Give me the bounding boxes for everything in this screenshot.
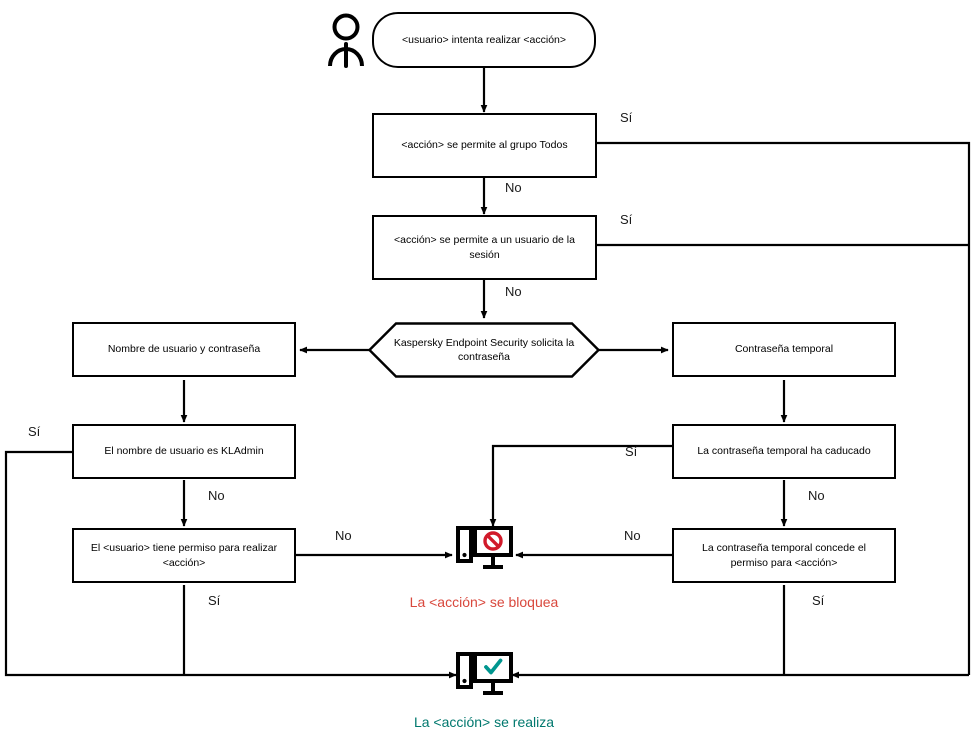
edge-label-yes-permission: Sí [208, 593, 221, 608]
edge-label-no-everyone: No [505, 180, 522, 195]
computer-blocked-icon [455, 524, 515, 572]
node-start-label: <usuario> intenta realizar <acción> [401, 33, 567, 46]
node-credentials[interactable]: Nombre de usuario y contraseña [72, 322, 296, 377]
node-allowed-everyone-label: <acción> se permite al grupo Todos [401, 139, 568, 152]
node-temp-expired[interactable]: La contraseña temporal ha caducado [672, 424, 896, 479]
node-temp-expired-label: La contraseña temporal ha caducado [697, 445, 871, 458]
node-temp-password-label: Contraseña temporal [734, 343, 834, 356]
edge-label-yes-grants: Sí [812, 593, 825, 608]
edge-label-yes-session: Sí [620, 212, 633, 227]
node-password-prompt-label: Kaspersky Endpoint Security solicita la … [393, 336, 575, 363]
wire-everyone-yes [597, 141, 971, 675]
node-temp-password[interactable]: Contraseña temporal [672, 322, 896, 377]
node-user-has-permission[interactable]: El <usuario> tiene permiso para realizar… [72, 528, 296, 583]
edge-label-yes-everyone: Sí [620, 110, 633, 125]
edge-label-no-grants: No [624, 528, 641, 543]
node-credentials-label: Nombre de usuario y contraseña [107, 343, 261, 356]
edge-label-no-expired: No [808, 488, 825, 503]
allowed-caption: La <acción> se realiza [413, 714, 555, 730]
node-password-prompt[interactable]: Kaspersky Endpoint Security solicita la … [368, 322, 600, 378]
node-temp-grants-permission-label: La contraseña temporal concede el permis… [701, 542, 867, 569]
computer-allowed-icon [455, 650, 515, 698]
node-allowed-everyone[interactable]: <acción> se permite al grupo Todos [372, 113, 597, 178]
person-icon [326, 12, 366, 68]
node-start[interactable]: <usuario> intenta realizar <acción> [372, 12, 596, 68]
wire-expired-yes [489, 444, 673, 527]
edge-label-no-session: No [505, 284, 522, 299]
node-temp-grants-permission[interactable]: La contraseña temporal concede el permis… [672, 528, 896, 583]
node-allowed-session-user[interactable]: <acción> se permite a un usuario de la s… [372, 215, 597, 280]
node-is-kladmin[interactable]: El nombre de usuario es KLAdmin [72, 424, 296, 479]
edge-label-no-kladmin: No [208, 488, 225, 503]
edge-label-yes-expired: Sí [625, 444, 638, 459]
blocked-caption: La <acción> se bloquea [409, 594, 559, 610]
node-allowed-session-user-label: <acción> se permite a un usuario de la s… [394, 234, 575, 261]
node-user-has-permission-label: El <usuario> tiene permiso para realizar… [90, 542, 278, 569]
node-is-kladmin-label: El nombre de usuario es KLAdmin [104, 445, 264, 458]
edge-label-no-permission: No [335, 528, 352, 543]
edge-label-yes-kladmin: Sí [28, 424, 41, 439]
